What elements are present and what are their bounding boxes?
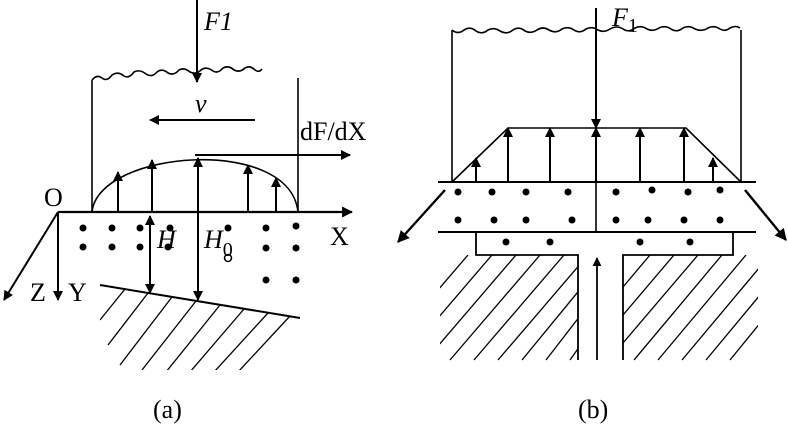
z-axis bbox=[3, 211, 59, 301]
particles-b bbox=[454, 186, 724, 246]
workpiece-a bbox=[91, 66, 299, 212]
exit-arrow-left bbox=[397, 189, 446, 243]
x-axis-label: X bbox=[330, 222, 349, 251]
pressure-distribution-curve bbox=[91, 158, 299, 213]
die-b bbox=[475, 232, 734, 360]
caption-b: (b) bbox=[578, 395, 608, 424]
particles-a bbox=[79, 222, 300, 284]
y-axis-label: Y bbox=[68, 278, 87, 307]
z-axis-label: Z bbox=[30, 278, 46, 307]
f1-label-a: F1 bbox=[203, 7, 233, 36]
panel-b: F1 bbox=[397, 3, 787, 424]
caption-a: (a) bbox=[153, 395, 182, 424]
h-label: H bbox=[156, 225, 177, 254]
origin-label: O bbox=[44, 183, 63, 212]
pressure-arrows-a bbox=[113, 159, 281, 212]
pressure-arrows-b bbox=[471, 127, 718, 182]
inclined-surface-a bbox=[99, 284, 301, 319]
h0-label: H0 bbox=[203, 225, 233, 261]
h0-marker bbox=[223, 253, 233, 263]
hatch-a bbox=[100, 288, 291, 370]
hatch-b-left bbox=[440, 255, 578, 361]
panel-a: F1 v dF/dX X O Z Y bbox=[3, 0, 367, 424]
gradient-label: dF/dX bbox=[300, 117, 367, 146]
f1-label-b: F1 bbox=[611, 3, 638, 37]
hatch-b-right bbox=[623, 255, 758, 361]
exit-arrow-right bbox=[744, 189, 787, 241]
velocity-label: v bbox=[195, 89, 207, 118]
